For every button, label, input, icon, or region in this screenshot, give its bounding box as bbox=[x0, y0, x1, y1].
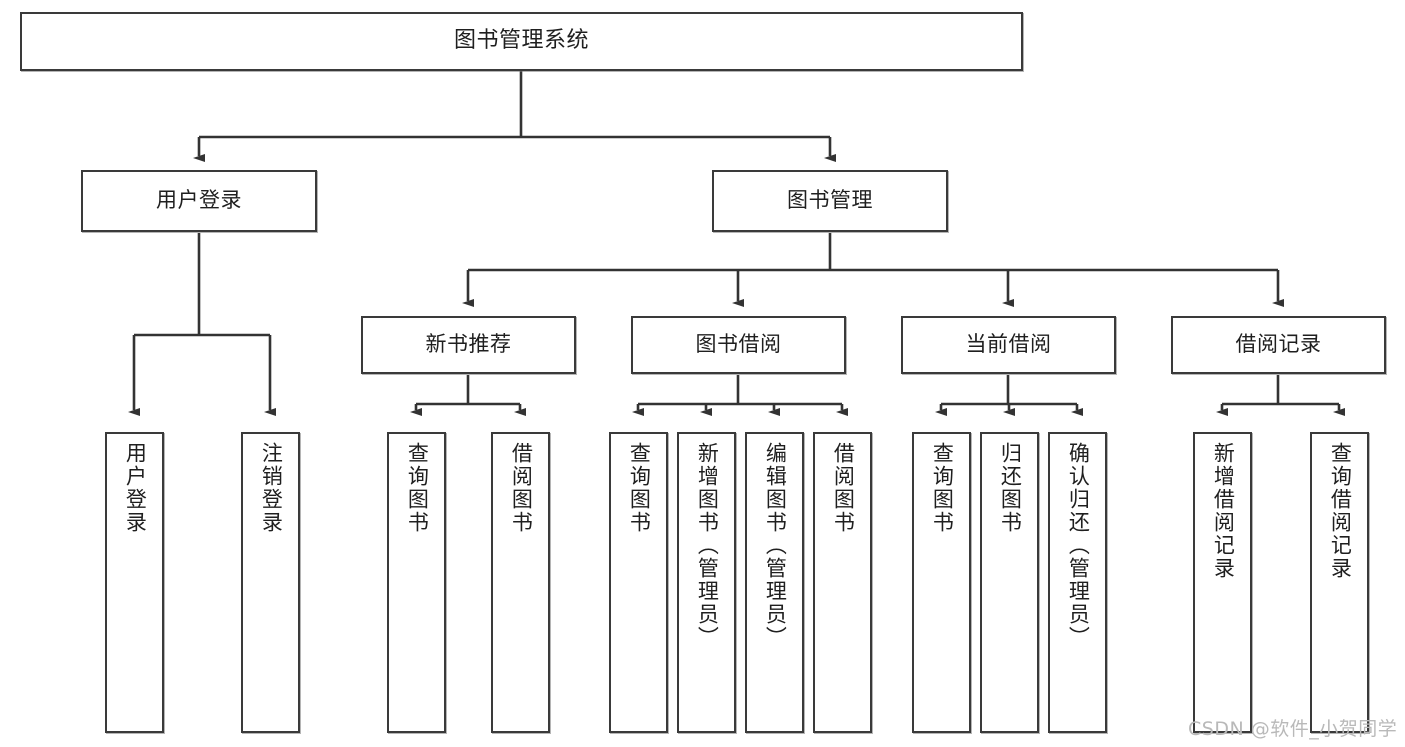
node-user-login[interactable]: 用户登录 bbox=[81, 170, 317, 232]
node-label: 图书管理系统 bbox=[453, 28, 589, 54]
node-label: 确认归还（管理员） bbox=[1066, 442, 1091, 649]
node-label: 查询图书 bbox=[930, 442, 955, 534]
node-leaf-query-books-current[interactable]: 查询图书 bbox=[912, 432, 971, 733]
node-new-book-recommendation[interactable]: 新书推荐 bbox=[361, 316, 576, 374]
node-label: 注销登录 bbox=[259, 442, 284, 534]
node-leaf-add-borrow-record[interactable]: 新增借阅记录 bbox=[1193, 432, 1252, 733]
node-label: 新增借阅记录 bbox=[1211, 442, 1236, 580]
node-root-book-management-system[interactable]: 图书管理系统 bbox=[20, 12, 1023, 71]
node-book-borrowing[interactable]: 图书借阅 bbox=[631, 316, 846, 374]
node-leaf-query-books-borrow[interactable]: 查询图书 bbox=[609, 432, 668, 733]
node-label: 归还图书 bbox=[998, 442, 1023, 534]
node-leaf-add-book-admin[interactable]: 新增图书（管理员） bbox=[677, 432, 736, 733]
csdn-watermark: CSDN @软件_小贺同学 bbox=[1188, 718, 1398, 740]
node-book-management[interactable]: 图书管理 bbox=[712, 170, 948, 232]
node-label: 新书推荐 bbox=[425, 332, 512, 357]
node-label: 当前借阅 bbox=[965, 332, 1052, 357]
node-label: 借阅图书 bbox=[509, 442, 534, 534]
node-label: 用户登录 bbox=[156, 188, 242, 213]
node-leaf-confirm-return-admin[interactable]: 确认归还（管理员） bbox=[1048, 432, 1107, 733]
node-label: 查询借阅记录 bbox=[1328, 442, 1353, 580]
node-leaf-query-books-recommend[interactable]: 查询图书 bbox=[387, 432, 446, 733]
node-label: 新增图书（管理员） bbox=[695, 442, 720, 649]
node-label: 借阅记录 bbox=[1235, 332, 1322, 357]
node-leaf-user-login[interactable]: 用户登录 bbox=[105, 432, 164, 733]
node-label: 图书借阅 bbox=[695, 332, 782, 357]
node-label: 用户登录 bbox=[123, 442, 148, 534]
node-leaf-return-books[interactable]: 归还图书 bbox=[980, 432, 1039, 733]
node-current-borrowing[interactable]: 当前借阅 bbox=[901, 316, 1116, 374]
node-borrowing-record[interactable]: 借阅记录 bbox=[1171, 316, 1386, 374]
node-leaf-edit-book-admin[interactable]: 编辑图书（管理员） bbox=[745, 432, 804, 733]
node-leaf-query-borrow-record[interactable]: 查询借阅记录 bbox=[1310, 432, 1369, 733]
node-leaf-borrow-books[interactable]: 借阅图书 bbox=[813, 432, 872, 733]
node-leaf-borrow-books-recommend[interactable]: 借阅图书 bbox=[491, 432, 550, 733]
node-label: 借阅图书 bbox=[831, 442, 856, 534]
node-label: 图书管理 bbox=[787, 188, 873, 213]
node-leaf-logout[interactable]: 注销登录 bbox=[241, 432, 300, 733]
node-label: 查询图书 bbox=[627, 442, 652, 534]
node-label: 查询图书 bbox=[405, 442, 430, 534]
node-label: 编辑图书（管理员） bbox=[763, 442, 788, 649]
